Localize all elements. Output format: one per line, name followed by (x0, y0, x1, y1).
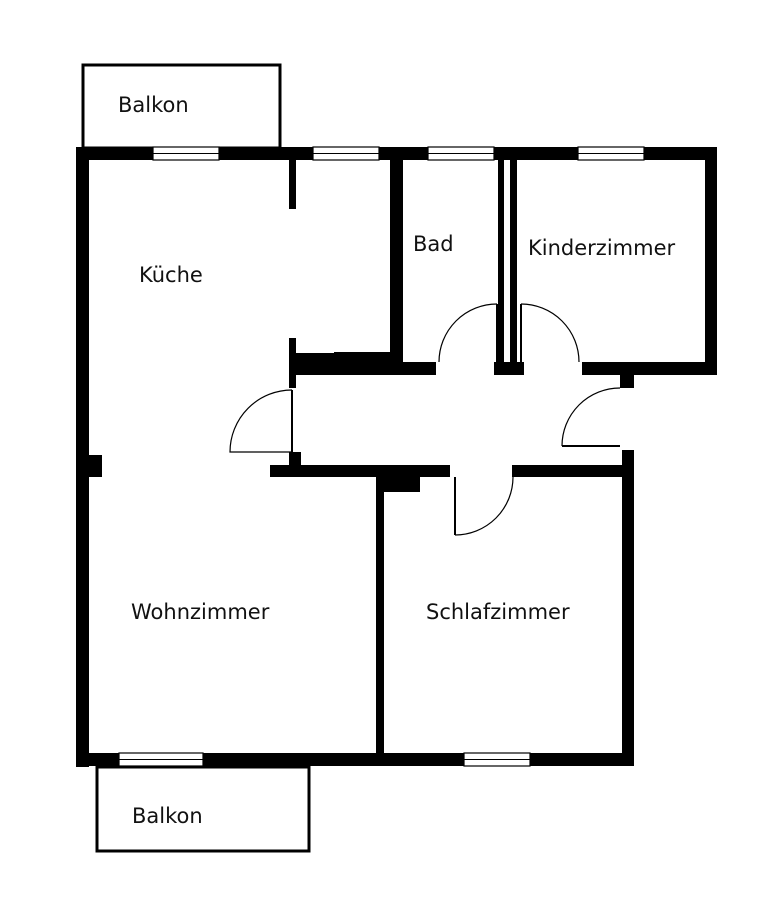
door-kinderzimmer (520, 303, 580, 363)
window-wohnzimmer (118, 752, 204, 767)
balcony-bottom (95, 765, 311, 853)
door-bad (438, 303, 498, 363)
label-wohnzimmer: Wohnzimmer (131, 600, 270, 624)
window-kinderzimmer (577, 146, 645, 161)
interior-walls (270, 147, 634, 760)
windows (118, 146, 645, 767)
door-kueche (229, 389, 293, 453)
exterior-walls (76, 147, 717, 767)
room-labels: Balkon Küche Bad Kinderzimmer Wohnzimmer… (118, 93, 675, 828)
label-bad: Bad (413, 232, 454, 256)
label-balkon-bottom: Balkon (132, 804, 203, 828)
window-kueche-2 (312, 146, 380, 161)
window-kueche-1 (152, 146, 220, 161)
window-bad (427, 146, 495, 161)
door-right (561, 387, 621, 447)
doors (229, 303, 621, 536)
label-kinderzimmer: Kinderzimmer (528, 236, 675, 260)
door-schlafzimmer (454, 476, 514, 536)
label-schlafzimmer: Schlafzimmer (426, 600, 570, 624)
label-kueche: Küche (139, 263, 203, 287)
label-balkon-top: Balkon (118, 93, 189, 117)
window-schlafzimmer (463, 752, 531, 767)
